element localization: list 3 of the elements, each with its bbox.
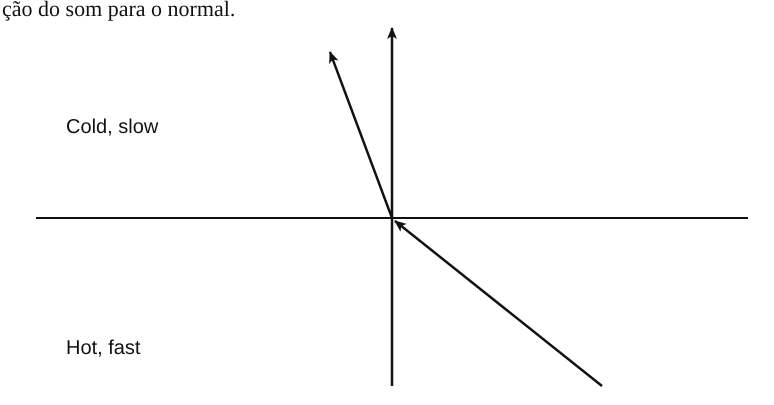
caption-text: ção do som para o normal. [2, 0, 236, 22]
region-label: Hot, fast [66, 337, 140, 360]
region-label: Cold, slow [66, 116, 158, 139]
